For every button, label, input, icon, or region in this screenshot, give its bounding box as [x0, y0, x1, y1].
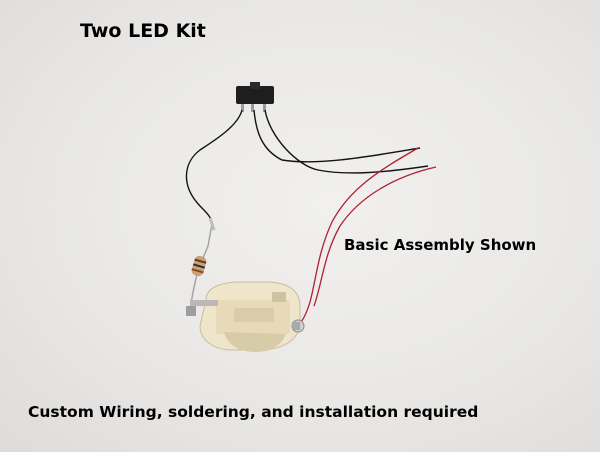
battery-holder: [186, 281, 305, 352]
assembly-caption: Basic Assembly Shown: [344, 236, 537, 254]
footer-caption: Custom Wiring, soldering, and installati…: [28, 403, 479, 421]
black-wires: [185, 109, 429, 225]
slide-switch: [236, 82, 274, 112]
red-wires: [300, 147, 437, 323]
photo-title-caption: Two LED Kit: [80, 20, 206, 42]
